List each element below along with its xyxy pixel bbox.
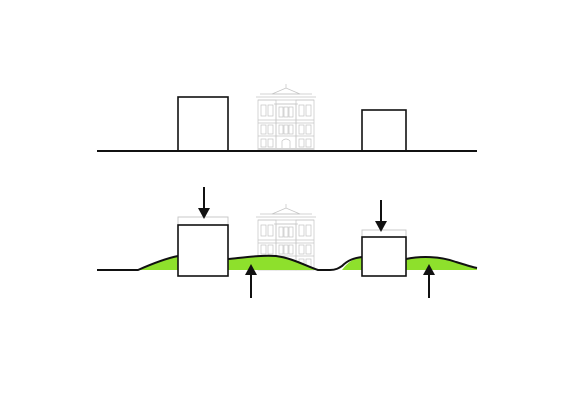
- right-volume-top: [361, 109, 407, 152]
- left-volume-ghost: [177, 216, 229, 226]
- right-volume-push-down-arrow: [375, 200, 387, 232]
- existing-section: [97, 83, 477, 152]
- green-mound-right-a: [342, 257, 362, 270]
- right-mound-lift-up-arrow: [423, 264, 435, 298]
- right-volume-bottom: [361, 236, 407, 277]
- terrain-line-bottom: [97, 254, 478, 271]
- green-mound-right-b: [406, 257, 477, 270]
- historic-villa-top: [255, 83, 317, 151]
- left-volume-bottom: [177, 224, 229, 277]
- left-mound-lift-up-arrow: [245, 264, 257, 298]
- left-volume-top: [177, 96, 229, 152]
- left-volume-push-down-arrow: [198, 187, 210, 219]
- proposed-section: [97, 187, 478, 298]
- right-volume-ghost: [361, 229, 407, 238]
